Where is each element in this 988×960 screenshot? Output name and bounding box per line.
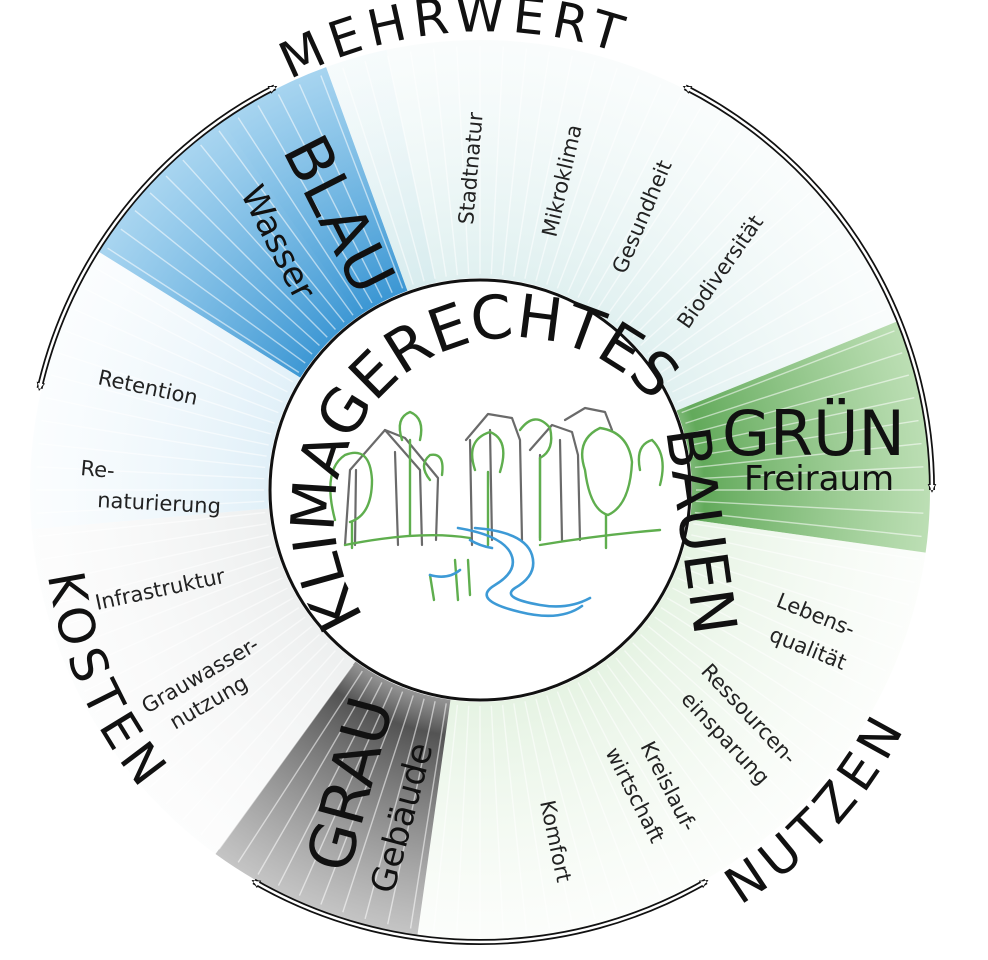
- spoke-line: [257, 676, 373, 875]
- spoke-line: [320, 75, 404, 289]
- spoke-line: [409, 703, 447, 929]
- spoke-line: [632, 642, 795, 805]
- spoke-line: [490, 705, 504, 934]
- spoke-line: [556, 691, 640, 905]
- spoke-line: [41, 523, 267, 561]
- spoke-line: [597, 670, 723, 863]
- cycle-arrows: [36, 84, 934, 945]
- spoke-line: [134, 625, 313, 770]
- spoke-line: [298, 84, 393, 293]
- spoke-line: [615, 657, 760, 836]
- sector-title-gruen: GRÜN: [722, 397, 905, 470]
- arrow-top-right-inner: [684, 86, 934, 491]
- trees-sketch: [329, 410, 664, 602]
- spoke-line: [74, 577, 283, 672]
- spoke-line: [65, 566, 279, 650]
- spoke-line: [298, 687, 393, 896]
- spoke-line: [41, 419, 267, 457]
- spoke-line: [688, 545, 910, 606]
- spoke-line: [277, 94, 383, 298]
- spoke-line: [38, 442, 266, 469]
- spoke-line: [685, 556, 903, 628]
- spoke-line: [277, 682, 383, 886]
- wedge-nutzen: [417, 519, 926, 940]
- spoke-line: [546, 695, 618, 913]
- spoke-line: [456, 705, 470, 934]
- spoke-line: [567, 687, 662, 896]
- spoke-line: [432, 704, 459, 932]
- spoke-line: [660, 607, 853, 733]
- spoke-line: [567, 84, 662, 293]
- spoke-line: [624, 650, 778, 821]
- landscape-sketch: [329, 406, 664, 618]
- spoke-line: [165, 642, 328, 805]
- spoke-line: [50, 545, 272, 606]
- spoke-line: [409, 51, 447, 277]
- spoke-line: [681, 566, 895, 650]
- spoke-line: [84, 587, 288, 693]
- spoke-line: [45, 534, 269, 583]
- sector-subtitle-gruen: Freiraum: [744, 459, 894, 499]
- spoke-line: [38, 511, 266, 538]
- spoke-line: [672, 587, 876, 693]
- spoke-line: [387, 55, 436, 279]
- spoke-line: [36, 466, 265, 480]
- spoke-line: [182, 650, 336, 821]
- spoke-line: [577, 94, 683, 298]
- spoke-line: [45, 397, 269, 446]
- spoke-line: [501, 48, 528, 276]
- spoke-line: [342, 695, 414, 913]
- spoke-line: [107, 607, 300, 733]
- spoke-line: [120, 616, 306, 752]
- spoke-line: [577, 682, 683, 886]
- spoke-line: [524, 55, 573, 279]
- spoke-line: [677, 577, 886, 672]
- spoke-line: [691, 534, 915, 583]
- spoke-line: [456, 46, 470, 275]
- spoke-line: [695, 500, 924, 514]
- spoke-line: [587, 676, 703, 875]
- spoke-line: [647, 625, 826, 770]
- spoke-line: [535, 60, 596, 282]
- spoke-line: [342, 67, 414, 285]
- spoke-line: [694, 511, 922, 538]
- spoke-line: [640, 634, 811, 788]
- spoke-line: [218, 664, 354, 850]
- spoke-line: [95, 597, 294, 713]
- spoke-line: [36, 500, 265, 514]
- spoke-line: [654, 616, 840, 752]
- spoke-line: [546, 67, 618, 285]
- spoke-line: [432, 48, 459, 276]
- spoke-line: [513, 703, 551, 929]
- arrow-bottom-inner: [253, 880, 707, 944]
- spoke-line: [320, 691, 404, 905]
- spoke-line: [606, 664, 742, 850]
- spoke-line: [149, 634, 320, 788]
- spoke-line: [237, 670, 363, 863]
- river-sketch: [428, 526, 592, 618]
- spoke-line: [666, 597, 865, 713]
- spoke-line: [364, 60, 425, 282]
- spoke-line: [490, 46, 504, 275]
- spoke-line: [501, 704, 528, 932]
- wedge-grau: [215, 661, 451, 936]
- spoke-line: [513, 51, 551, 277]
- arrow-top-left-inner: [38, 86, 276, 389]
- spoke-line: [693, 523, 919, 561]
- spoke-line: [200, 657, 345, 836]
- spoke-line: [556, 75, 640, 289]
- spoke-line: [57, 556, 275, 628]
- item-renaturierung-1: Re-: [80, 456, 116, 483]
